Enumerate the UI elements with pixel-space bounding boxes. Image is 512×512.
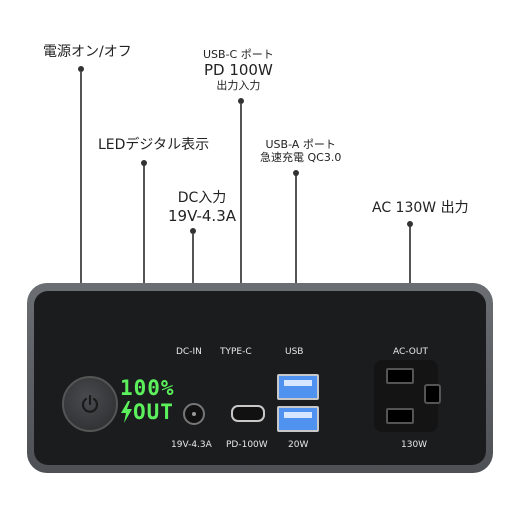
leader-ac-dot [407, 221, 413, 227]
usbc-title: USB-C ポート [203, 48, 274, 61]
leader-usba-dot [293, 170, 299, 176]
battery-percent: 100% [120, 376, 175, 400]
display-mode: OUT [133, 400, 174, 424]
dc-in-port [183, 403, 205, 425]
leader-ac [409, 226, 411, 284]
usbc-note: 出力入力 [216, 79, 261, 93]
usb-c-port [231, 405, 265, 422]
leader-led-dot [141, 160, 147, 166]
ac-ground-hole [424, 384, 441, 404]
port-label-ac-out: AC-OUT [393, 347, 428, 357]
leader-usbc-dot [238, 98, 244, 104]
leader-dc-dot [190, 228, 196, 234]
callout-ac-output: AC 130W 出力 [372, 200, 469, 216]
power-icon [81, 394, 99, 413]
dc-input-title: DC入力 [177, 190, 227, 206]
usba-note: 急速充電 QC3.0 [260, 151, 342, 165]
dc-input-spec: 19V-4.3A [168, 206, 236, 225]
callout-power-onoff: 電源オン/オフ [43, 44, 132, 60]
ac-outlet [374, 360, 441, 432]
leader-power [80, 72, 82, 284]
leader-usbc [240, 104, 242, 284]
usbc-spec: PD 100W [203, 61, 273, 80]
led-display: 100% OUT [120, 376, 175, 424]
callout-dc-input: DC入力 19V-4.3A [168, 190, 236, 225]
port-spec-dc: 19V-4.3A [171, 440, 212, 450]
leader-power-dot [78, 66, 84, 72]
leader-usba [295, 175, 297, 284]
callout-usba: USB-A ポート 急速充電 QC3.0 [260, 138, 341, 164]
callout-usbc: USB-C ポート PD 100W 出力入力 [203, 48, 274, 92]
leader-led [143, 165, 145, 284]
usb-a-port-2 [277, 406, 319, 432]
callout-led-display: LEDデジタル表示 [98, 137, 210, 153]
leader-dc [192, 234, 194, 284]
power-button[interactable] [62, 376, 118, 432]
usba-title: USB-A ポート [265, 138, 336, 151]
ac-slot-bottom [386, 408, 414, 424]
port-spec-usb: 20W [288, 440, 309, 450]
port-label-type-c: TYPE-C [220, 347, 252, 357]
port-spec-ac: 130W [401, 440, 428, 450]
ac-slot-top [386, 368, 414, 384]
port-label-dc-in: DC-IN [176, 347, 202, 357]
usb-a-port-1 [277, 374, 319, 400]
port-spec-type-c: PD-100W [226, 440, 268, 450]
lightning-icon [121, 401, 132, 423]
port-label-usb: USB [285, 347, 304, 357]
